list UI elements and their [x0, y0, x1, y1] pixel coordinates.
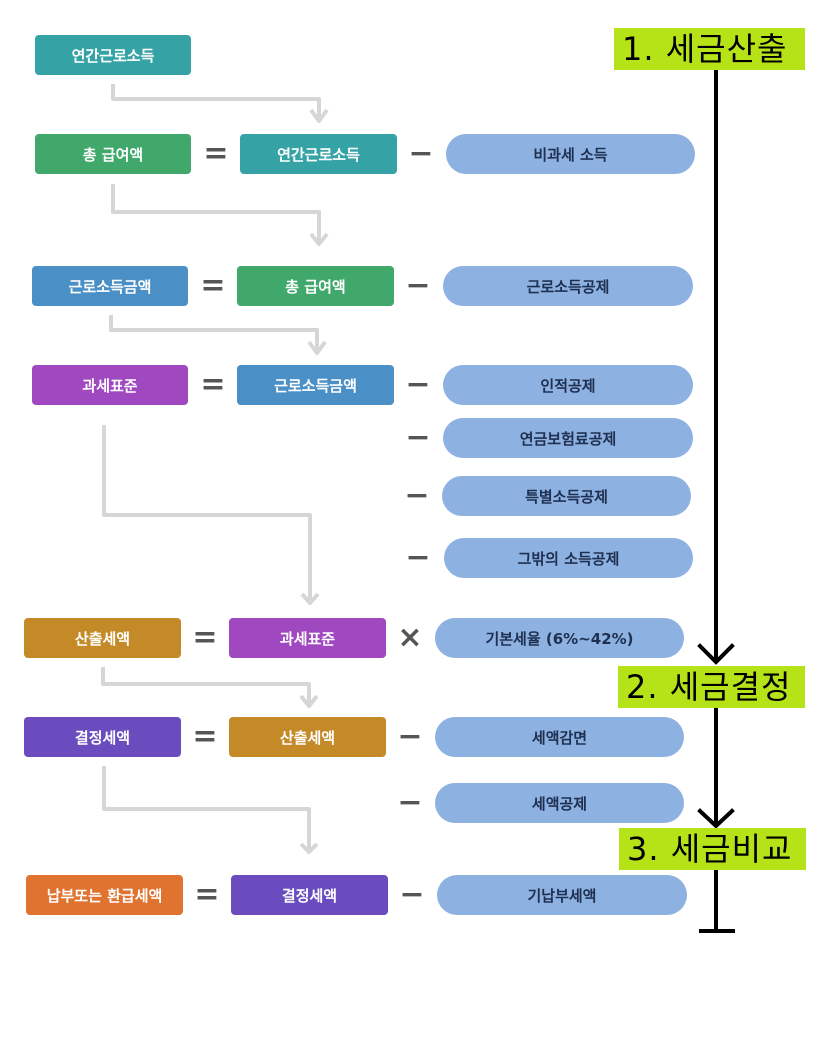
minus-operator: − — [397, 719, 423, 754]
connector-arrowhead — [307, 340, 327, 355]
minus-operator: − — [404, 478, 430, 513]
box-total-salary: 총 급여액 — [35, 134, 191, 174]
equals-operator: = — [192, 719, 218, 754]
box-annual-earned-income-top: 연간근로소득 — [35, 35, 191, 75]
connector-arrowhead — [309, 232, 329, 246]
connector-line — [109, 315, 319, 353]
pill-personal-deduction: 인적공제 — [443, 365, 693, 405]
pill-tax-reduction: 세액감면 — [435, 717, 684, 757]
connector-arrowhead — [299, 694, 319, 708]
connector-line — [111, 84, 321, 121]
minus-operator: − — [397, 785, 423, 820]
minus-operator: − — [405, 268, 431, 303]
equals-operator: = — [192, 620, 218, 655]
minus-operator: − — [405, 367, 431, 402]
equals-operator: = — [200, 268, 226, 303]
box-determined-tax-operand: 결정세액 — [231, 875, 388, 915]
box-tax-base: 과세표준 — [32, 365, 188, 405]
timeline-arrowhead-2 — [697, 808, 735, 829]
stage-label-tax-determination: 2. 세금결정 — [618, 666, 805, 708]
pill-non-taxable-income: 비과세 소득 — [446, 134, 695, 174]
pill-pension-insurance-deduction: 연금보험료공제 — [443, 418, 693, 458]
stage-label-tax-comparison: 3. 세금비교 — [619, 828, 806, 870]
box-earned-income-amount-operand: 근로소득금액 — [237, 365, 394, 405]
minus-operator: − — [405, 420, 431, 455]
connector-arrowhead — [309, 108, 329, 123]
pill-other-income-deduction: 그밖의 소득공제 — [444, 538, 693, 578]
equals-operator: = — [203, 136, 229, 171]
connector-line — [102, 766, 311, 852]
box-annual-earned-income: 연간근로소득 — [240, 134, 397, 174]
minus-operator: − — [408, 136, 434, 171]
connector-arrowhead — [299, 842, 319, 854]
minus-operator: − — [405, 540, 431, 575]
connector-arrowhead — [300, 592, 320, 605]
box-calculated-tax: 산출세액 — [24, 618, 181, 658]
box-earned-income-amount: 근로소득금액 — [32, 266, 188, 306]
equals-operator: = — [194, 877, 220, 912]
multiply-operator: × — [397, 620, 423, 655]
box-calculated-tax-operand: 산출세액 — [229, 717, 386, 757]
pill-tax-credit: 세액공제 — [435, 783, 684, 823]
connector-line — [111, 184, 321, 244]
minus-operator: − — [399, 877, 425, 912]
pill-prepaid-tax: 기납부세액 — [437, 875, 687, 915]
box-payment-or-refund: 납부또는 환급세액 — [26, 875, 183, 915]
timeline-arrowhead-1 — [697, 643, 735, 665]
equals-operator: = — [200, 367, 226, 402]
connector-line — [101, 667, 311, 706]
stage-label-tax-calculation: 1. 세금산출 — [614, 28, 805, 70]
box-determined-tax: 결정세액 — [24, 717, 181, 757]
box-total-salary-operand: 총 급여액 — [237, 266, 394, 306]
pill-special-income-deduction: 특별소득공제 — [442, 476, 691, 516]
connector-line — [102, 425, 312, 603]
box-tax-base-operand: 과세표준 — [229, 618, 386, 658]
pill-earned-income-deduction: 근로소득공제 — [443, 266, 693, 306]
pill-basic-tax-rate: 기본세율 (6%~42%) — [435, 618, 684, 658]
